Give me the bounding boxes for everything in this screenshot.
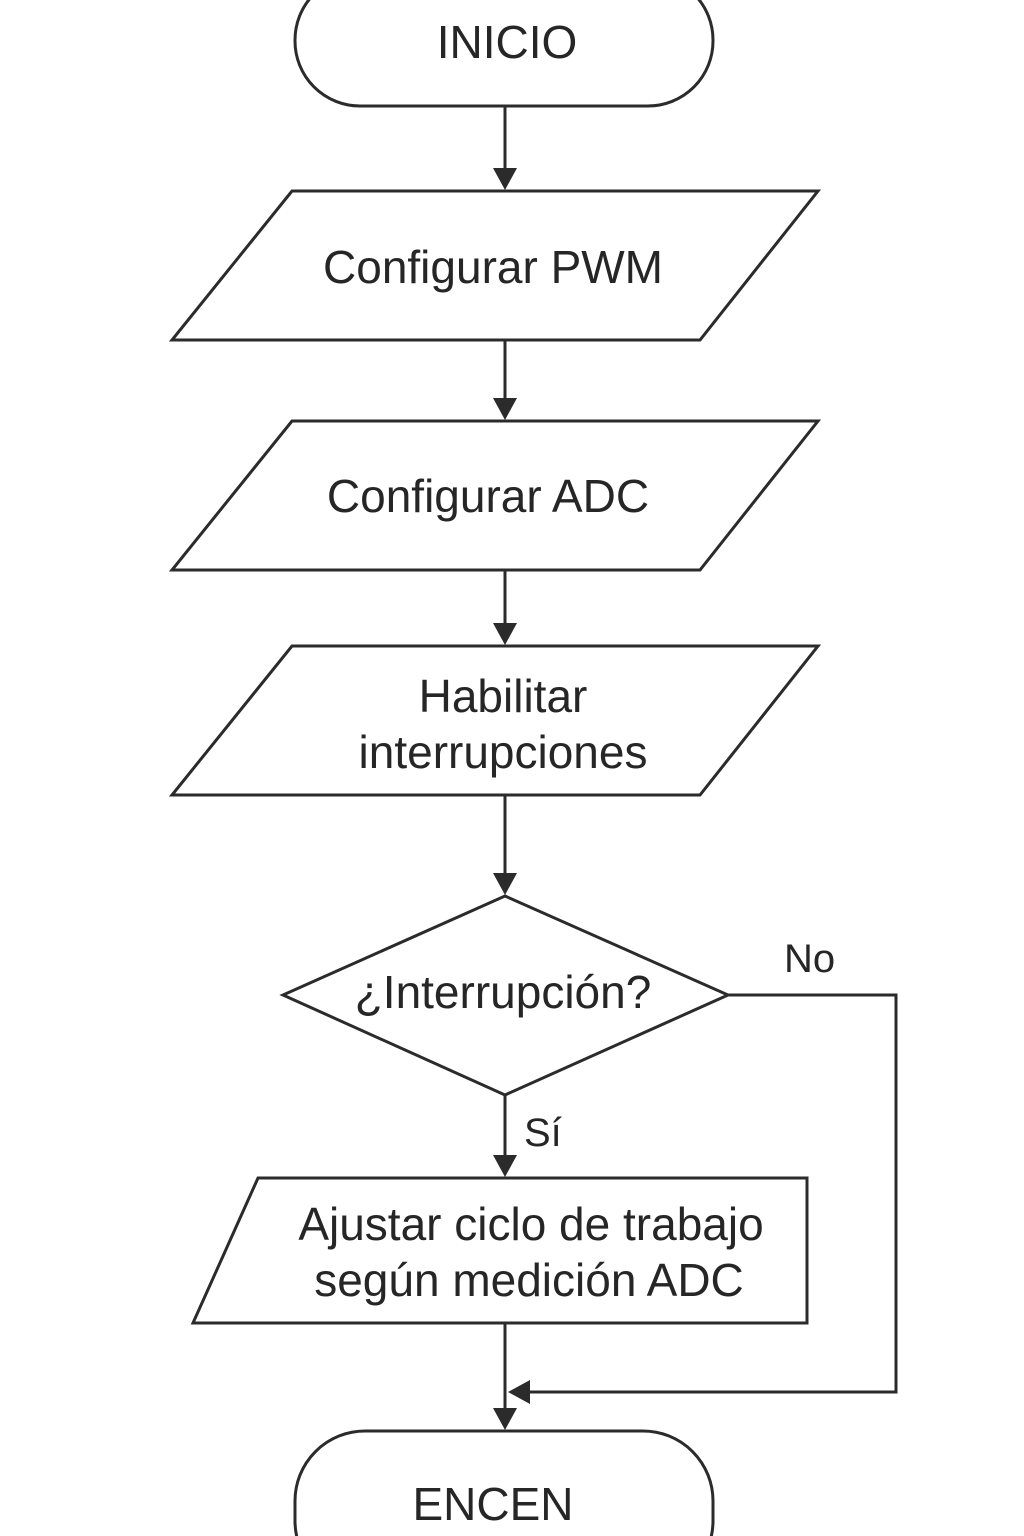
adjust-duty-cycle-label-line1: Ajustar ciclo de trabajo [298,1198,763,1250]
start-node: INICIO [293,0,715,108]
arrowhead-adjust [493,1155,517,1177]
enable-interrupts-label-line1: Habilitar [419,670,588,722]
pwm-config-label: Configurar PWM [323,241,663,293]
end-node: ENCEN [293,1429,715,1536]
enable-interrupts-node: Habilitar interrupciones [168,644,822,797]
decision-label: ¿Interrupción? [355,966,652,1018]
pwm-config-node: Configurar PWM [168,189,822,342]
enable-interrupts-shape [168,644,822,797]
decision-diamond-shape [279,894,732,1097]
arrowhead-pwm [493,168,517,190]
decision-node: ¿Interrupción? [279,894,732,1097]
adjust-duty-cycle-label-line2: según medición ADC [314,1254,744,1306]
branch-no-label: No [784,937,835,981]
branch-yes-label: Sí [524,1111,562,1155]
adc-config-label: Configurar ADC [327,470,649,522]
start-label: INICIO [437,16,578,68]
end-label: ENCEN [412,1478,573,1530]
adjust-duty-cycle-node: Ajustar ciclo de trabajo según medición … [190,1176,809,1325]
connector-decision-no-loop [528,993,898,1394]
adc-config-node: Configurar ADC [168,419,822,572]
arrowhead-no-merge [508,1380,530,1404]
start-terminal-shape [293,0,715,108]
arrowhead-interrupts [493,623,517,645]
pwm-config-shape [168,189,822,342]
adc-config-shape [168,419,822,572]
arrowhead-adc [493,398,517,420]
arrowhead-decision [493,873,517,895]
adjust-duty-cycle-shape [190,1176,809,1325]
end-terminal-shape [293,1429,715,1536]
arrowhead-end [493,1408,517,1430]
enable-interrupts-label-line2: interrupciones [359,726,648,778]
